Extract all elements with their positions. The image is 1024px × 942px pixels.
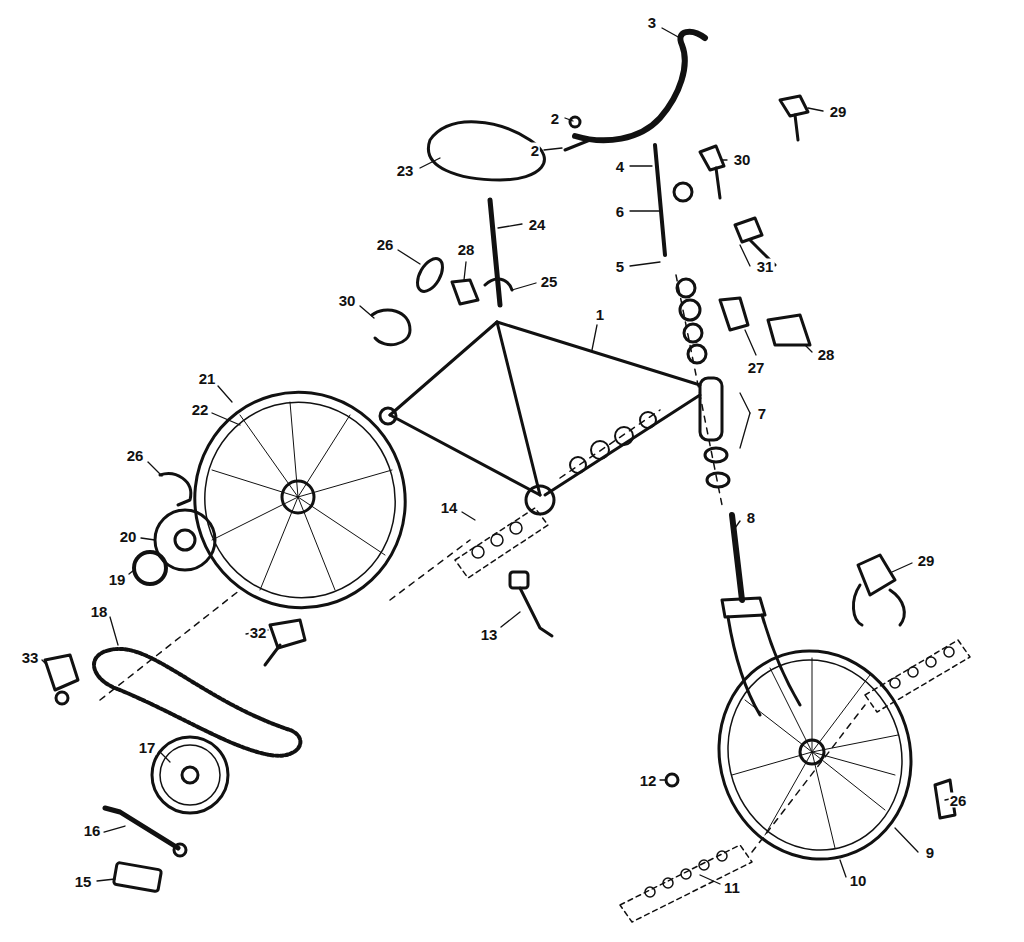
callout-number: 2: [550, 111, 560, 126]
callout-number: 8: [746, 510, 756, 525]
callout-number: 26: [949, 793, 968, 808]
callout-number: 26: [126, 448, 145, 463]
callout-number: 16: [83, 823, 102, 838]
callout-number: 2: [530, 143, 540, 158]
callout-number: 6: [615, 204, 625, 219]
callout-number: 14: [440, 500, 459, 515]
callout-number: 28: [817, 347, 836, 362]
callout-number: 28: [457, 242, 476, 257]
callout-number: 27: [747, 360, 766, 375]
callout-number: 17: [138, 740, 157, 755]
callout-number: 29: [829, 104, 848, 119]
callout-number: 15: [74, 874, 93, 889]
callout-number: 30: [338, 293, 357, 308]
callout-number: 3: [647, 15, 657, 30]
callout-number: 20: [119, 529, 138, 544]
callout-number: 12: [639, 773, 658, 788]
callout-number: 31: [756, 259, 775, 274]
callout-number: 33: [21, 650, 40, 665]
callout-number: 25: [540, 274, 559, 289]
callout-number: 4: [615, 159, 625, 174]
callout-number: 1: [595, 307, 605, 322]
callout-number: 32: [249, 625, 268, 640]
callout-number: 26: [376, 237, 395, 252]
callout-number: 29: [917, 553, 936, 568]
callout-number: 24: [528, 217, 547, 232]
callout-number: 18: [90, 604, 109, 619]
callout-number: 7: [757, 406, 767, 421]
callout-number: 19: [108, 572, 127, 587]
callout-number: 30: [733, 152, 752, 167]
callout-number: 10: [849, 873, 868, 888]
callout-number: 22: [191, 402, 210, 417]
callout-number: 5: [615, 259, 625, 274]
callout-number: 9: [925, 845, 935, 860]
callout-number: 11: [723, 880, 741, 895]
callout-number: 13: [480, 627, 499, 642]
callout-number: 21: [198, 371, 217, 386]
callout-number: 23: [396, 163, 415, 178]
